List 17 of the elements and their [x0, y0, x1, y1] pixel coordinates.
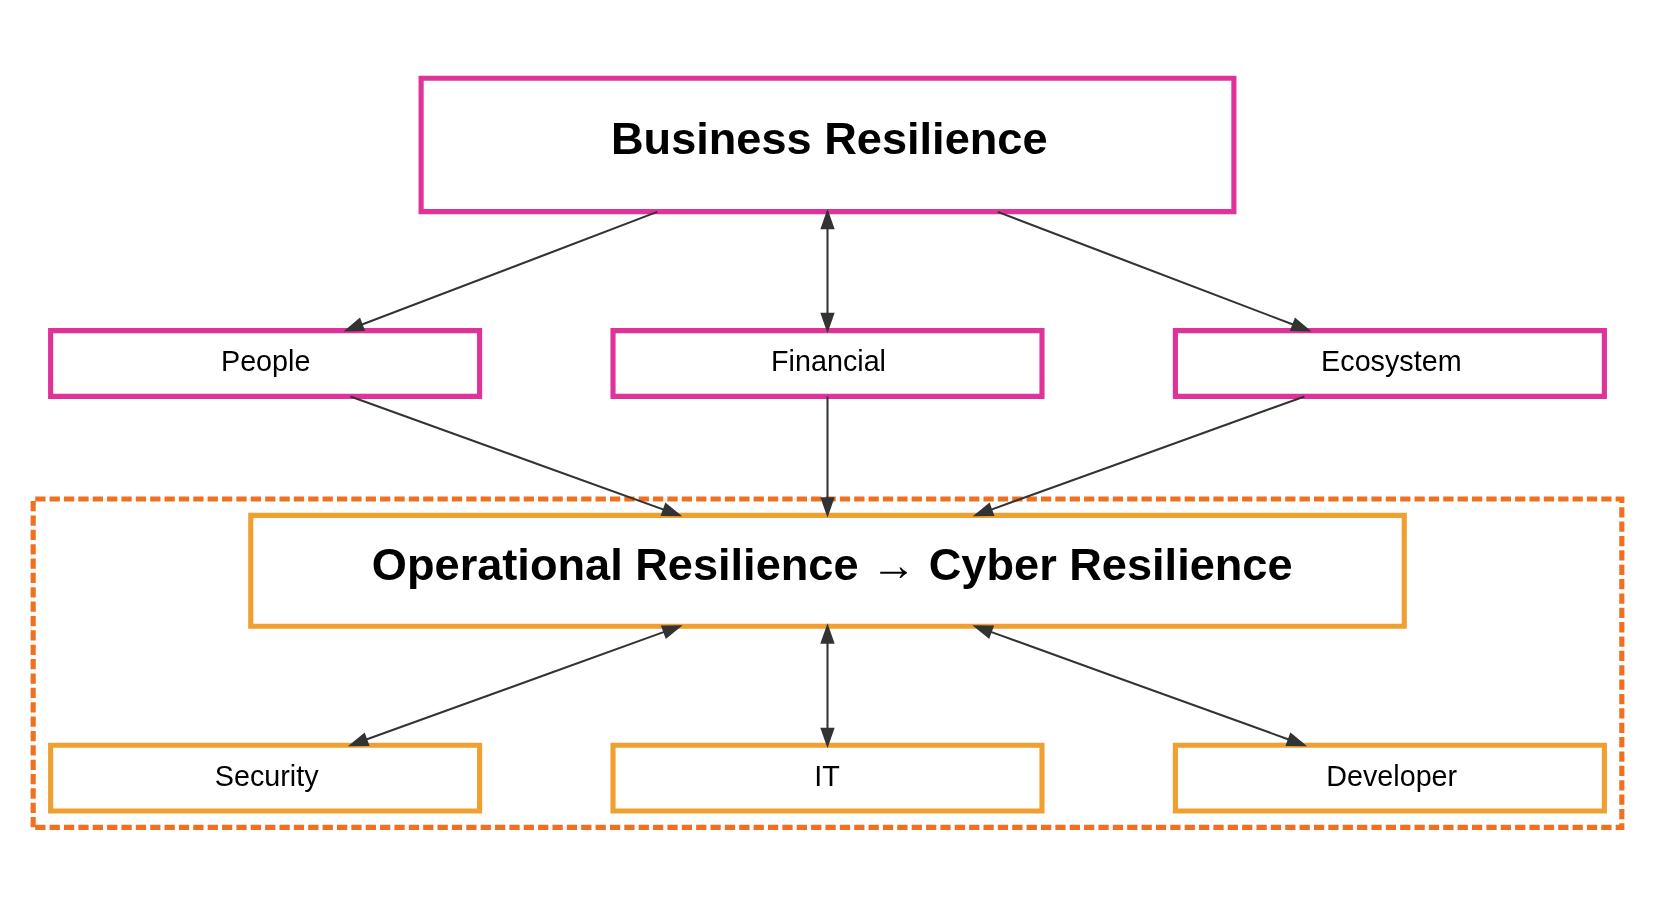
- arrow: [820, 208, 835, 333]
- node-box: Developer: [1172, 742, 1607, 813]
- node-box: Business Resilience: [418, 75, 1237, 214]
- arrow: [972, 394, 1305, 516]
- node-box: Financial: [610, 327, 1045, 399]
- arrow: [350, 394, 683, 516]
- arrow: [820, 395, 835, 518]
- node-box: Ecosystem: [1172, 327, 1607, 399]
- arrow: [343, 210, 658, 332]
- arrow: [972, 624, 1308, 746]
- arrow: [347, 624, 683, 746]
- node-box: Security: [48, 742, 483, 813]
- node-box: Operational Resilience → Cyber Resilience: [248, 512, 1407, 629]
- arrow: [997, 210, 1312, 332]
- node-box: People: [48, 327, 483, 399]
- arrow: [820, 622, 835, 748]
- node-box: IT: [610, 742, 1045, 813]
